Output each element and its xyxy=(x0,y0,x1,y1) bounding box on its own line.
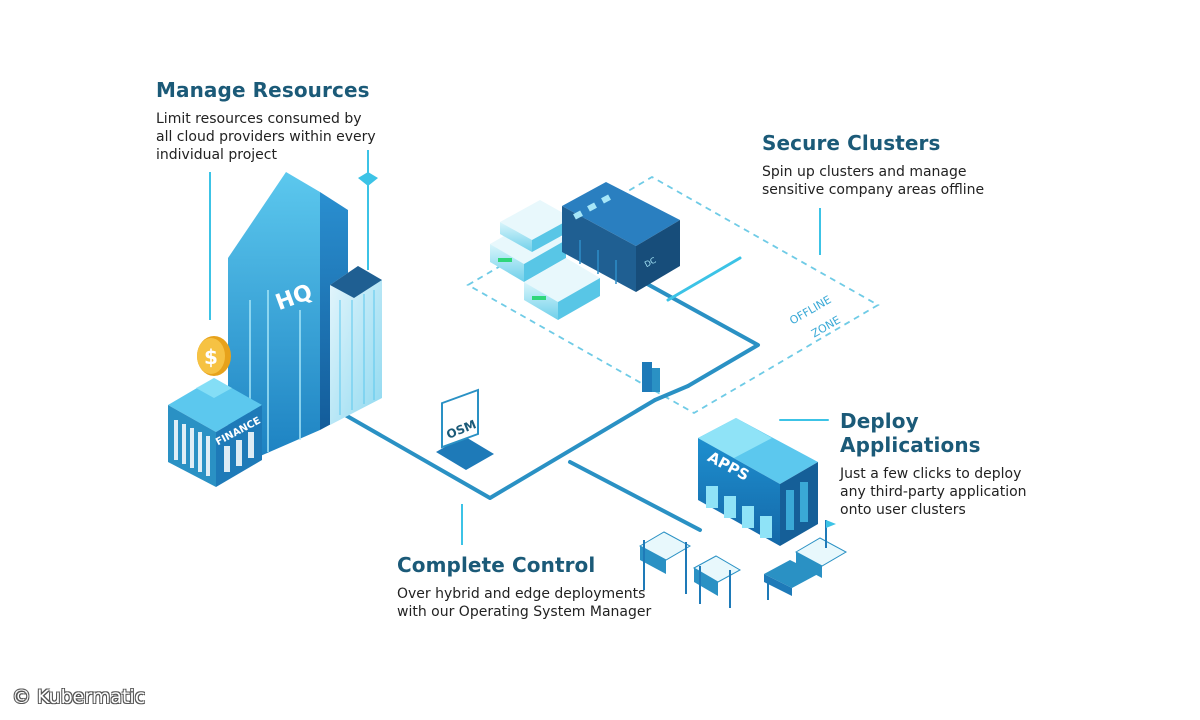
callout-line: Spin up clusters and manage xyxy=(762,164,967,180)
callout-line: onto user clusters xyxy=(840,502,966,518)
pipe-osm-apps xyxy=(568,460,702,532)
coin-symbol: $ xyxy=(204,345,218,369)
callout-line: Just a few clicks to deploy xyxy=(840,466,1022,482)
pipe-dc-gateway xyxy=(638,278,760,388)
callout-title: Deploy Applications xyxy=(840,409,981,457)
callout-title: Secure Clusters xyxy=(762,131,941,155)
osm-laptop: OSM xyxy=(436,388,494,470)
callout-line: Over hybrid and edge deployments xyxy=(397,586,646,602)
callout-text: Just a few clicks to deploy any third-pa… xyxy=(840,465,1060,519)
callout-secure-clusters: Secure Clusters Spin up clusters and man… xyxy=(762,131,1022,199)
callout-text: Over hybrid and edge deployments with ou… xyxy=(397,585,687,621)
callout-title: Manage Resources xyxy=(156,78,370,102)
antenna-mast xyxy=(358,150,378,270)
callout-line: sensitive company areas offline xyxy=(762,182,985,198)
apps-building: APPS xyxy=(698,418,818,546)
callout-line: Limit resources consumed by xyxy=(156,111,362,127)
pipe-hq-osm xyxy=(338,398,657,500)
tower-building xyxy=(330,266,382,425)
offline-zone-boundary xyxy=(466,175,880,415)
callout-line: with our Operating System Manager xyxy=(397,604,652,620)
callout-line: individual project xyxy=(156,147,277,163)
callout-complete-control: Complete Control Over hybrid and edge de… xyxy=(397,553,687,621)
callout-leaders xyxy=(209,172,821,545)
callout-text: Spin up clusters and manage sensitive co… xyxy=(762,163,1022,199)
callout-deploy-applications: Deploy Applications Just a few clicks to… xyxy=(840,409,1060,519)
coin-icon: $ xyxy=(197,336,231,376)
edge-stalls xyxy=(638,520,848,608)
callout-line: all cloud providers within every xyxy=(156,129,376,145)
finance-building: FINANCE xyxy=(168,378,263,487)
pipe-dc-right xyxy=(666,256,742,302)
network-pipes xyxy=(338,256,829,532)
gateway-post xyxy=(642,362,660,392)
copyright-watermark: © Kubermatic xyxy=(12,686,146,708)
callout-manage-resources: Manage Resources Limit resources consume… xyxy=(156,78,416,164)
callout-text: Limit resources consumed by all cloud pr… xyxy=(156,110,416,164)
callout-line: any third-party application xyxy=(840,484,1027,500)
dc-building: DC xyxy=(562,182,680,292)
server-racks xyxy=(490,200,600,320)
pipe-gateway-ring xyxy=(653,384,690,402)
callout-title: Complete Control xyxy=(397,553,596,577)
